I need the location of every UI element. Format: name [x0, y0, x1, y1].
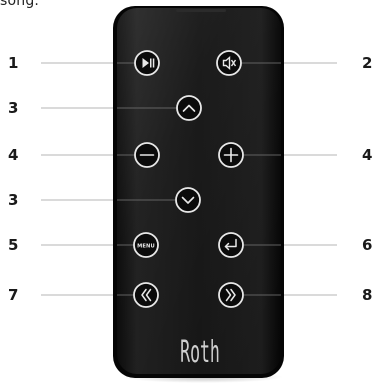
remote-body	[113, 6, 284, 378]
chevron-up-icon	[182, 104, 196, 112]
callout-6: 6	[362, 236, 373, 254]
callout-2: 2	[362, 54, 373, 72]
enter-button[interactable]	[218, 232, 244, 258]
menu-button[interactable]	[133, 232, 159, 258]
callout-3-down: 3	[8, 191, 19, 209]
mute-icon	[222, 55, 237, 71]
callout-5: 5	[8, 236, 19, 254]
callout-3-up: 3	[8, 99, 19, 117]
brand-logo: Roth	[180, 335, 220, 370]
play-pause-button[interactable]	[134, 50, 160, 76]
intro-text: song.	[0, 0, 40, 9]
rewind-button[interactable]	[133, 282, 159, 308]
play-pause-icon	[142, 58, 155, 68]
callout-8: 8	[362, 286, 373, 304]
callout-7: 7	[8, 286, 19, 304]
fast-forward-button[interactable]	[218, 282, 244, 308]
menu-button-label: MENU	[137, 244, 155, 250]
fast-forward-icon	[225, 288, 236, 302]
up-button[interactable]	[176, 95, 202, 121]
callout-4-minus: 4	[8, 146, 19, 164]
chevron-down-icon	[181, 196, 195, 204]
plus-button[interactable]	[218, 142, 244, 168]
callout-1: 1	[8, 54, 19, 72]
rewind-icon	[141, 288, 152, 302]
ir-window	[176, 9, 226, 12]
plus-icon	[223, 147, 239, 163]
mute-button[interactable]	[216, 50, 242, 76]
leader-lines-on-body	[117, 62, 281, 296]
callout-4-plus: 4	[362, 146, 373, 164]
down-button[interactable]	[175, 187, 201, 213]
minus-button[interactable]	[134, 142, 160, 168]
return-icon	[224, 238, 237, 251]
